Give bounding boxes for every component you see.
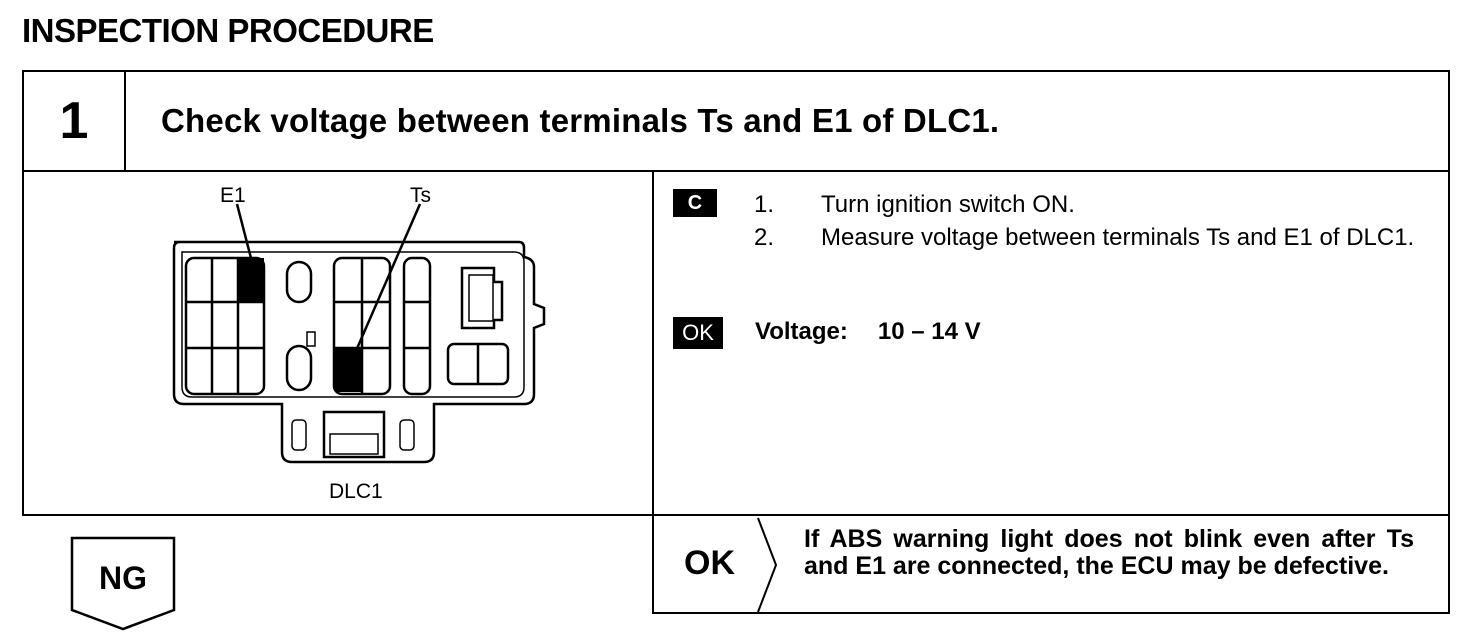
instruction-text: Turn ignition switch ON.: [821, 191, 1075, 218]
spec-value: 10 – 14 V: [877, 318, 981, 345]
label-ts: Ts: [410, 184, 431, 207]
instruction-number: 2.: [754, 224, 775, 251]
label-dlc1: DLC1: [329, 480, 383, 503]
page-title: INSPECTION PROCEDURE: [22, 12, 434, 49]
instruction-item: 2. Measure voltage between terminals Ts …: [754, 221, 1434, 254]
instruction-number: 1.: [754, 191, 775, 218]
step-heading: Check voltage between terminals Ts and E…: [161, 102, 1000, 139]
ng-result-label: NG: [99, 560, 147, 596]
step-number: 1: [24, 72, 126, 170]
ok-result-text: If ABS warning light does not blink even…: [804, 525, 1414, 580]
badge-ok: OK: [673, 317, 723, 349]
step-table: 1 Check voltage between terminals Ts and…: [22, 70, 1450, 516]
label-e1: E1: [220, 184, 246, 207]
chevron-right-icon: [757, 517, 778, 613]
badge-c: C: [673, 189, 717, 217]
connector-diagram-cell: E1 Ts DLC1: [24, 172, 654, 516]
instruction-cell: C 1. Turn ignition switch ON. 2. Measure…: [654, 172, 1450, 516]
ok-result-label: OK: [684, 544, 735, 582]
spec-label: Voltage:: [755, 318, 848, 345]
voltage-spec: Voltage: 10 – 14 V: [755, 318, 981, 346]
step-header: 1 Check voltage between terminals Ts and…: [24, 72, 1448, 172]
ng-arrow-box: [70, 536, 176, 631]
terminal-ts: [335, 348, 362, 392]
instruction-list: 1. Turn ignition switch ON. 2. Measure v…: [754, 188, 1434, 254]
terminal-e1: [239, 258, 264, 302]
instruction-text: Measure voltage between terminals Ts and…: [821, 224, 1415, 251]
instruction-item: 1. Turn ignition switch ON.: [754, 188, 1434, 221]
ok-result-box: OK If ABS warning light does not blink e…: [652, 514, 1450, 614]
dlc1-connector-diagram: E1 Ts DLC1: [172, 184, 546, 503]
